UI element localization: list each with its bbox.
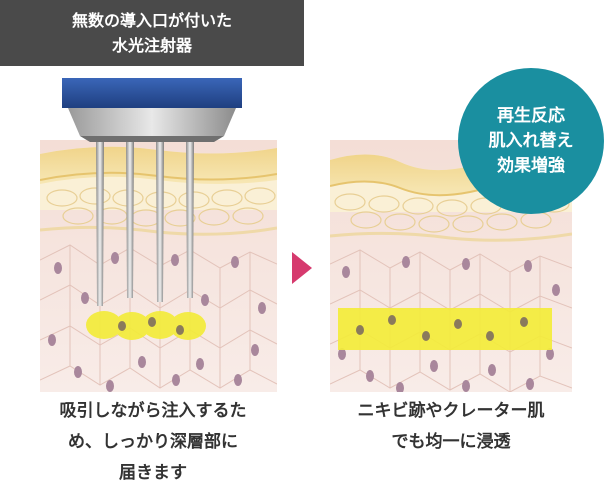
badge-line-1: 再生反応 <box>497 105 565 126</box>
caption-injection-line-2: め、しっかり深層部に <box>68 432 238 452</box>
banner-line-1: 無数の導入口が付いた <box>71 11 232 30</box>
caption-result: ニキビ跡やクレーター肌 でも均一に浸透 <box>320 396 582 458</box>
caption-result-line-1: ニキビ跡やクレーター肌 <box>357 401 545 421</box>
title-banner: 無数の導入口が付いた 水光注射器 <box>0 0 304 66</box>
caption-injection-line-3: 届きます <box>119 463 187 483</box>
caption-result-line-2: でも均一に浸透 <box>391 432 511 452</box>
banner-line-2: 水光注射器 <box>111 36 192 55</box>
effect-badge: 再生反応 肌入れ替え 効果増強 <box>458 68 604 214</box>
water-light-injector <box>62 78 242 306</box>
caption-injection-line-1: 吸引しながら注入するた <box>59 401 247 421</box>
badge-line-2: 肌入れ替え <box>488 130 574 151</box>
badge-line-3: 効果増強 <box>497 155 565 176</box>
caption-injection: 吸引しながら注入するた め、しっかり深層部に 届きます <box>18 396 288 489</box>
arrow-right-icon <box>292 252 312 284</box>
